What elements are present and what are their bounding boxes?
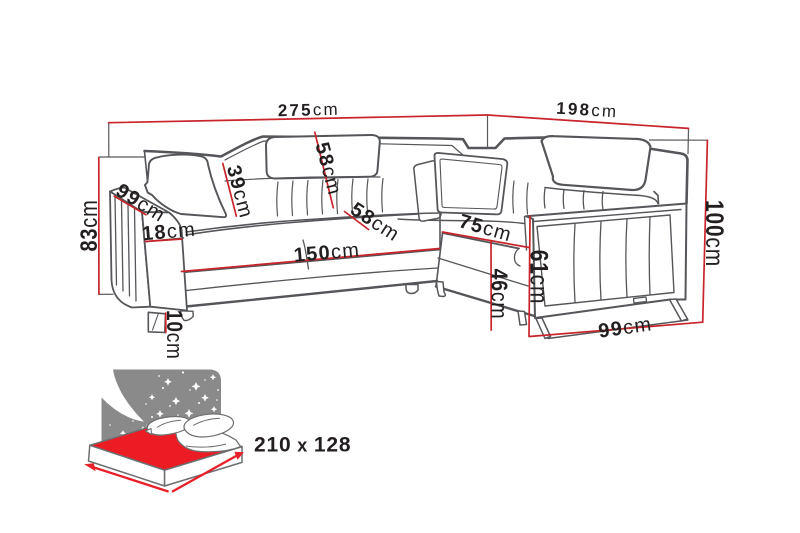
svg-text:210 x 128: 210 x 128 [254,434,351,457]
svg-text:18cm: 18cm [141,219,197,246]
svg-text:100cm: 100cm [700,200,728,267]
svg-text:10cm: 10cm [162,310,187,360]
svg-text:83cm: 83cm [75,199,102,251]
svg-text:150cm: 150cm [293,239,361,267]
svg-text:198cm: 198cm [556,99,619,122]
svg-text:61cm: 61cm [525,250,553,305]
svg-text:46cm: 46cm [486,269,512,320]
svg-text:99cm: 99cm [597,313,654,342]
svg-text:275cm: 275cm [278,100,341,121]
